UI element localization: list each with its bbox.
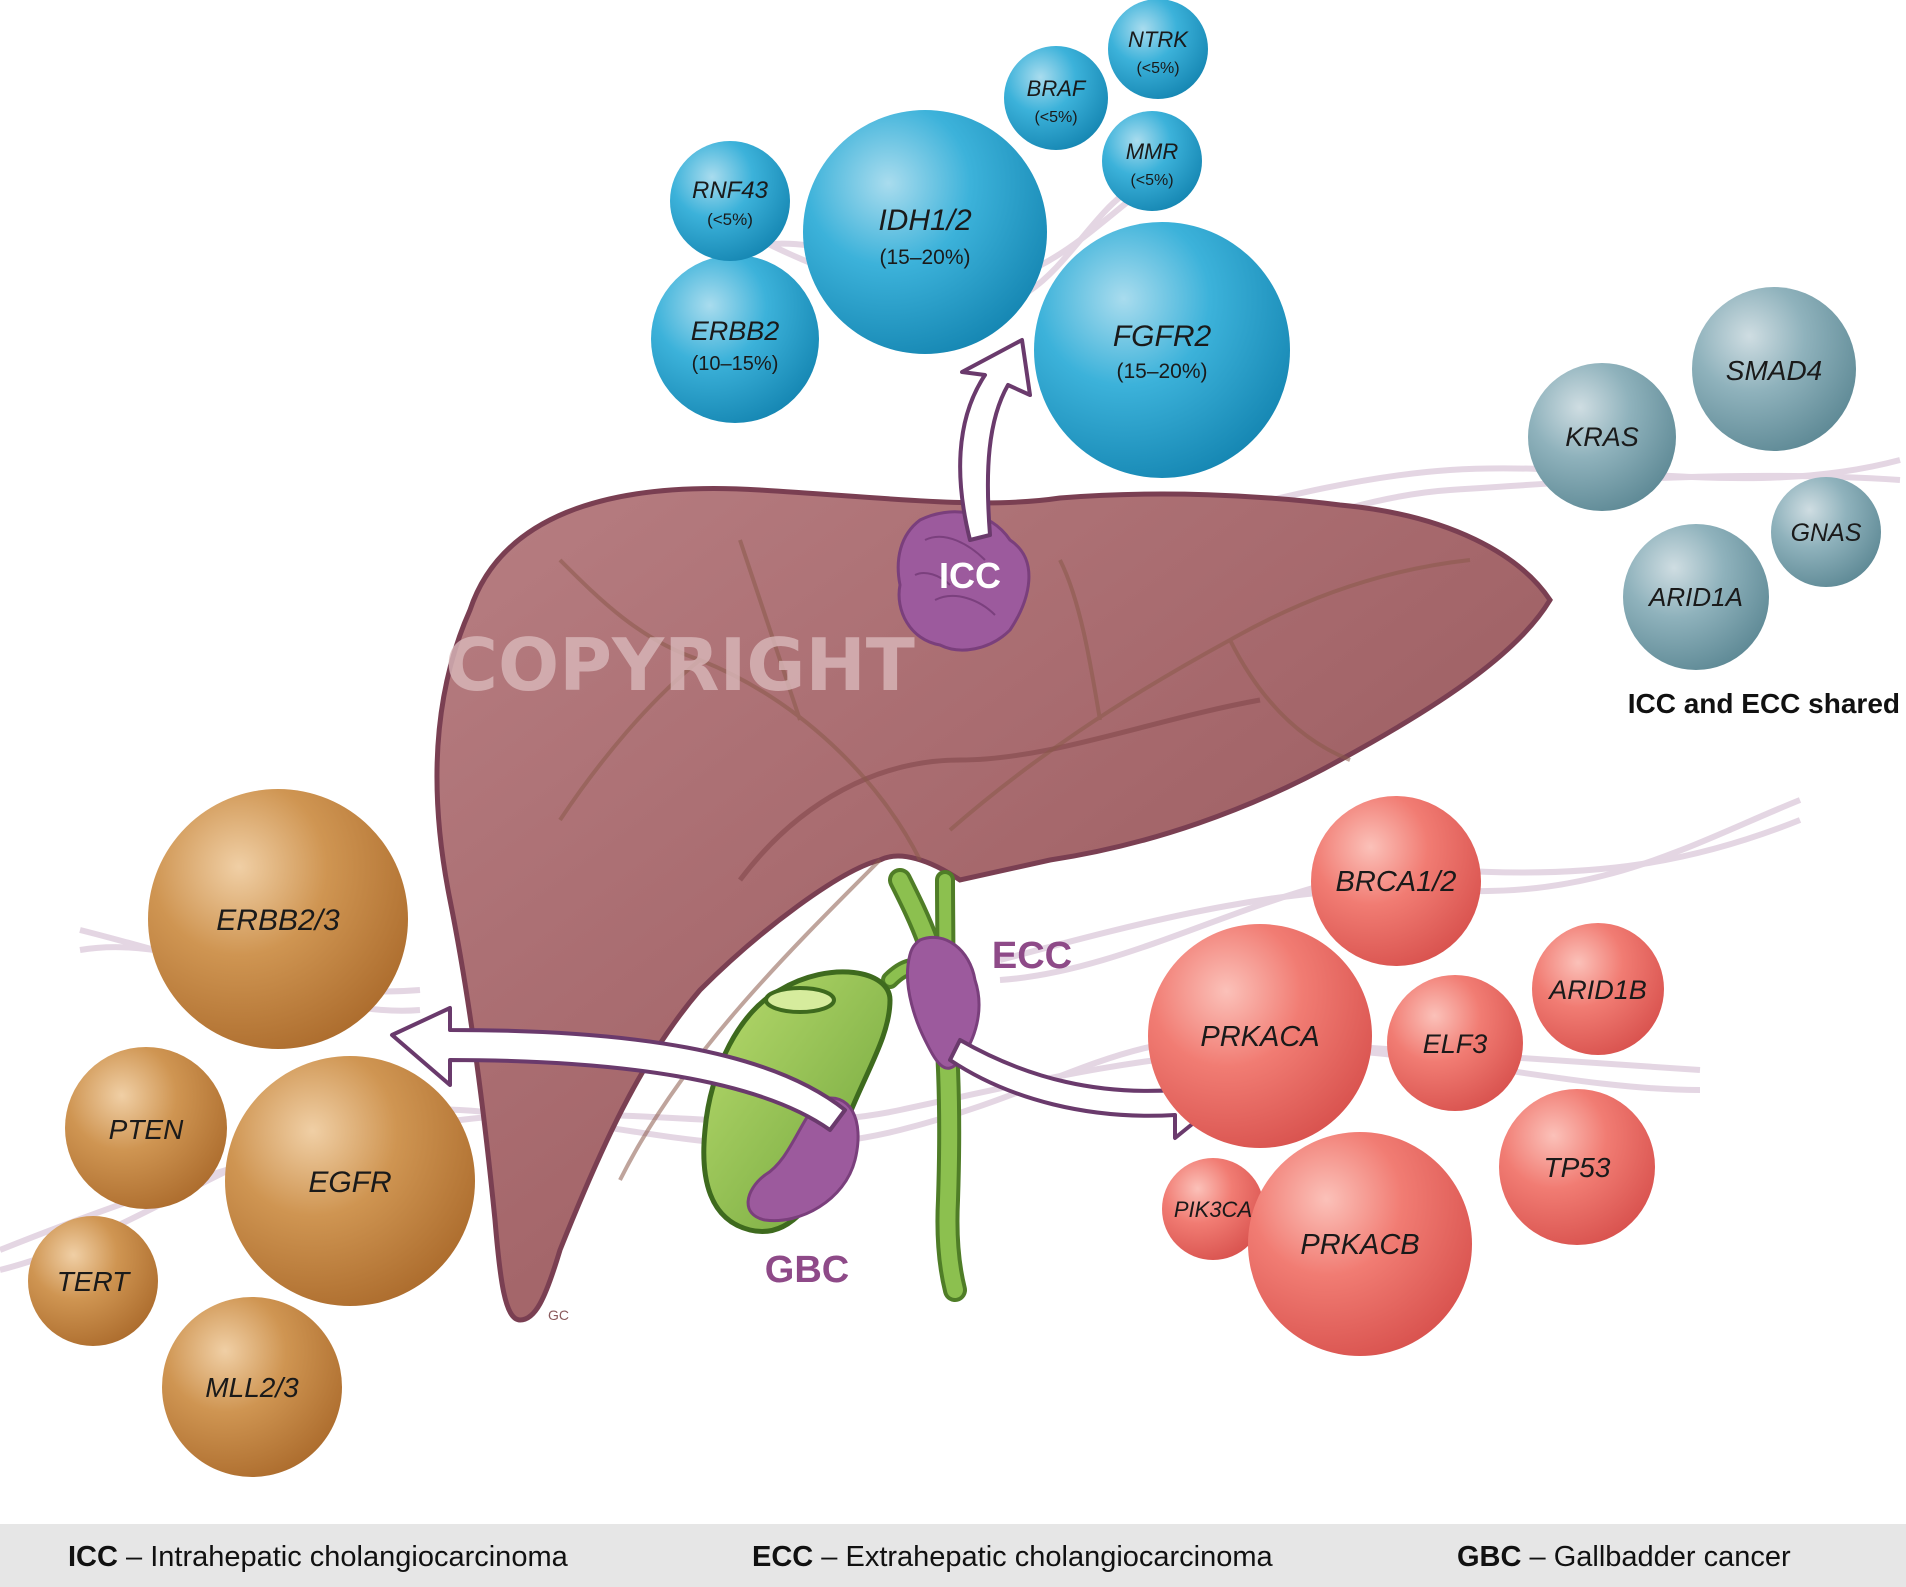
gene-brca12: BRCA1/2 — [1311, 796, 1481, 966]
gene-braf: BRAF (<5%) — [1004, 46, 1108, 150]
gene-arid1b-name: ARID1B — [1547, 975, 1647, 1005]
legend-text-ecc: – Extrahepatic cholangiocarcinoma — [821, 1541, 1273, 1573]
tumor-ecc — [905, 935, 981, 1070]
legend-text-icc: – Intrahepatic cholangiocarcinoma — [126, 1541, 568, 1573]
gene-elf3: ELF3 — [1387, 975, 1523, 1111]
icc-gene-cluster: IDH1/2 (15–20%) FGFR2 (15–20%) ERBB2 (10… — [651, 0, 1290, 478]
arrow-icc-to-blue — [958, 338, 1032, 542]
gene-gnas-name: GNAS — [1791, 519, 1862, 547]
gene-mll23-name: MLL2/3 — [205, 1372, 299, 1403]
gene-erbb2-name: ERBB2 — [691, 316, 780, 346]
legend-bar: ICC – Intrahepatic cholangiocarcinoma EC… — [0, 1524, 1906, 1587]
gene-rnf43: RNF43 (<5%) — [670, 141, 790, 261]
gene-erbb23-name: ERBB2/3 — [216, 904, 340, 937]
liver-shape — [434, 486, 1553, 1323]
copyright-watermark: COPYRIGHT — [445, 623, 915, 707]
legend-text-gbc: – Gallbadder cancer — [1529, 1541, 1791, 1573]
gene-egfr: EGFR — [225, 1056, 475, 1306]
gene-erbb2: ERBB2 (10–15%) — [651, 255, 819, 423]
arrow-gbc-to-orange — [390, 1006, 847, 1132]
gene-brca12-name: BRCA1/2 — [1336, 866, 1457, 898]
site-label-icc: ICC — [939, 555, 1001, 596]
gene-smad4: SMAD4 — [1692, 287, 1856, 451]
gene-smad4-name: SMAD4 — [1726, 355, 1822, 386]
gene-tp53: TP53 — [1499, 1089, 1655, 1245]
gene-egfr-name: EGFR — [308, 1166, 391, 1199]
legend-item-gbc: GBC – Gallbadder cancer — [1457, 1541, 1791, 1574]
gene-arid1a: ARID1A — [1623, 524, 1769, 670]
gene-mmr-pct: (<5%) — [1130, 172, 1173, 189]
gene-prkaca-name: PRKACA — [1200, 1021, 1319, 1053]
gene-ntrk: NTRK (<5%) — [1108, 0, 1208, 99]
site-label-gbc: GBC — [765, 1249, 849, 1291]
diagram-svg: COPYRIGHT GC ICC ECC GBC IDH1/2 — [0, 0, 1901, 1477]
gene-prkacb: PRKACB — [1248, 1132, 1472, 1356]
gene-fgfr2-pct: (15–20%) — [1116, 360, 1207, 383]
artist-initials: GC — [548, 1307, 569, 1323]
gene-mmr-name: MMR — [1126, 139, 1179, 164]
gene-pik3ca-name: PIK3CA — [1174, 1197, 1252, 1222]
gene-braf-name: BRAF — [1027, 76, 1087, 101]
bile-duct-branches — [558, 539, 1471, 1181]
legend-abbr-ecc: ECC — [752, 1541, 814, 1573]
gene-gnas: GNAS — [1771, 477, 1881, 587]
gene-erbb2-pct: (10–15%) — [692, 353, 779, 375]
gene-tp53-name: TP53 — [1544, 1152, 1611, 1183]
shared-gene-cluster: KRAS SMAD4 GNAS ARID1A ICC and ECC share… — [1528, 287, 1900, 719]
gene-arid1a-name: ARID1A — [1647, 582, 1743, 612]
gene-pik3ca: PIK3CA — [1162, 1158, 1264, 1260]
gene-prkaca: PRKACA — [1148, 924, 1372, 1148]
gene-fgfr2: FGFR2 (15–20%) — [1034, 222, 1290, 478]
gene-ntrk-name: NTRK — [1128, 27, 1189, 52]
gene-fgfr2-name: FGFR2 — [1113, 320, 1212, 353]
gene-mmr: MMR (<5%) — [1102, 111, 1202, 211]
shared-caption: ICC and ECC shared — [1628, 688, 1900, 719]
gene-erbb23: ERBB2/3 — [148, 789, 408, 1049]
liver-illustration: COPYRIGHT GC — [434, 486, 1553, 1323]
gbc-gene-cluster: ERBB2/3 PTEN EGFR TERT MLL2/3 — [28, 789, 475, 1477]
ecc-gene-cluster: BRCA1/2 ARID1B PRKACA ELF3 TP53 PIK3CA P… — [1148, 796, 1664, 1356]
gene-rnf43-name: RNF43 — [692, 177, 769, 204]
gene-kras: KRAS — [1528, 363, 1676, 511]
gene-arid1b: ARID1B — [1532, 923, 1664, 1055]
gene-elf3-name: ELF3 — [1423, 1029, 1488, 1059]
legend-abbr-gbc: GBC — [1457, 1541, 1522, 1573]
gene-prkacb-name: PRKACB — [1300, 1229, 1419, 1261]
gene-kras-name: KRAS — [1565, 422, 1639, 452]
gene-rnf43-pct: (<5%) — [707, 210, 753, 229]
gene-mll23: MLL2/3 — [162, 1297, 342, 1477]
gene-idh12: IDH1/2 (15–20%) — [803, 110, 1047, 354]
gene-braf-pct: (<5%) — [1034, 109, 1077, 126]
legend-item-ecc: ECC – Extrahepatic cholangiocarcinoma — [752, 1541, 1273, 1574]
gene-tert-name: TERT — [57, 1266, 131, 1297]
gene-idh12-name: IDH1/2 — [878, 204, 972, 237]
gene-pten-name: PTEN — [109, 1114, 184, 1145]
legend-item-icc: ICC – Intrahepatic cholangiocarcinoma — [68, 1541, 568, 1574]
tumor-icc — [896, 510, 1031, 652]
gene-idh12-pct: (15–20%) — [879, 246, 970, 269]
gene-tert: TERT — [28, 1216, 158, 1346]
legend-abbr-icc: ICC — [68, 1541, 118, 1573]
site-label-ecc: ECC — [992, 935, 1072, 977]
gene-pten: PTEN — [65, 1047, 227, 1209]
gene-ntrk-pct: (<5%) — [1136, 60, 1179, 77]
